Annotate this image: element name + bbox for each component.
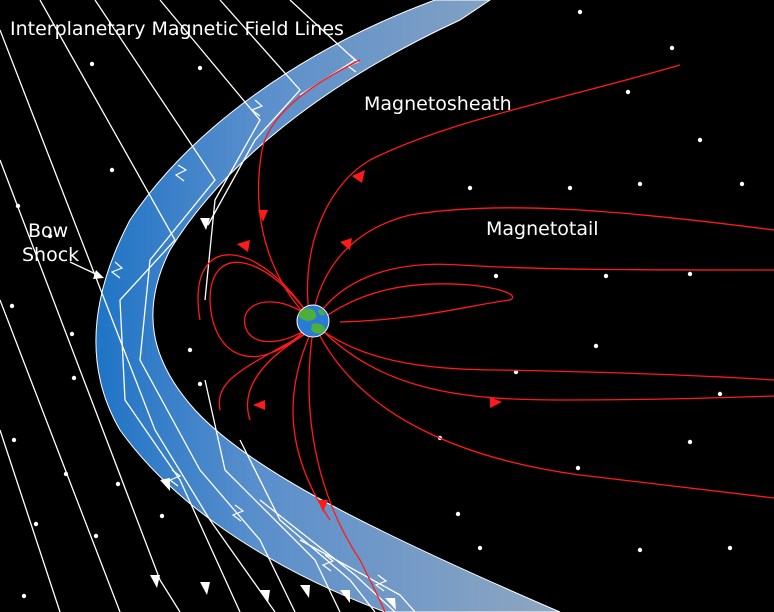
star [669,45,675,51]
star [197,381,203,387]
star [467,185,473,191]
star [603,273,609,279]
star [687,271,693,277]
star [187,347,193,353]
star [89,61,95,67]
star [739,181,745,187]
imf-label: Interplanetary Magnetic Field Lines [10,18,344,40]
arrowhead-icon [237,240,250,252]
bow-shock-label-line2: Shock [22,244,80,266]
arrowhead-icon [150,575,160,588]
star [687,439,693,445]
star [47,233,53,239]
star [593,343,599,349]
star [637,547,643,553]
star [697,137,703,143]
star [637,181,643,187]
arrowhead-icon [340,590,350,603]
arrowhead-icon [258,210,268,222]
star [455,511,461,517]
bow-shock-label-line1: Bow [28,220,69,242]
bow-shock-pointer [69,261,104,279]
star [493,273,499,279]
arrowhead-icon [340,238,352,250]
star [71,375,77,381]
arrowhead-icon [318,500,328,512]
earth-icon [296,304,330,338]
star [575,465,581,471]
star [197,65,203,71]
arrowhead-icon [253,400,265,410]
star [727,545,733,551]
arrowhead-icon [200,218,210,230]
magnetic-arrowheads [237,170,502,512]
star [477,545,483,551]
star [109,167,115,173]
star [33,521,39,527]
arrowhead-icon [385,598,396,610]
star [69,331,75,337]
magnetosheath-label: Magnetosheath [364,93,512,115]
star [717,391,723,397]
imf-arrowheads [150,218,396,610]
star [159,513,165,519]
arrowhead-icon [200,582,210,595]
star [9,303,15,309]
arrowhead-icon [352,170,365,183]
star [21,593,27,599]
magnetic-field-lines [197,59,774,612]
star [625,89,631,95]
star [11,437,17,443]
arrowhead-icon [160,478,170,491]
arrowhead-icon [93,270,104,279]
arrowhead-icon [300,585,310,598]
star [577,9,583,15]
arrowhead-icon [260,590,270,603]
imf-lines [0,0,416,612]
arrowhead-icon [490,397,502,408]
magnetotail-label: Magnetotail [486,218,599,240]
star [567,185,573,191]
star [93,533,99,539]
star [115,481,121,487]
